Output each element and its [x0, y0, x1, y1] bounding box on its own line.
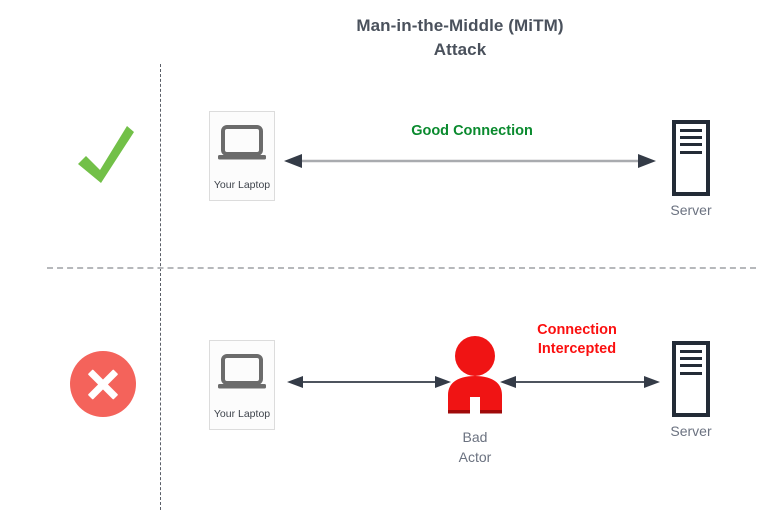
bad-actor-label: Bad Actor	[425, 427, 525, 467]
page-title: Man-in-the-Middle (MiTM) Attack	[280, 14, 640, 62]
red-x-circle-icon	[70, 351, 136, 417]
server-rack-icon	[671, 120, 711, 196]
bad-actor-label-line-2: Actor	[458, 449, 492, 465]
double-headed-arrow-icon-left	[287, 376, 451, 388]
double-headed-arrow-icon-good	[284, 154, 656, 168]
page-title-line-1: Man-in-the-Middle (MiTM)	[356, 16, 564, 35]
node-your-laptop-attack: Your Laptop	[209, 340, 275, 430]
good-connection-label: Good Connection	[411, 123, 533, 139]
node-your-laptop-good: Your Laptop	[209, 111, 275, 201]
vertical-divider	[160, 64, 161, 510]
page-title-line-2: Attack	[433, 40, 487, 59]
intercepted-label-line-1: Connection	[537, 322, 617, 338]
server-label: Server	[670, 202, 712, 218]
server-rack-icon	[671, 341, 711, 417]
person-icon	[440, 335, 510, 420]
server-label: Server	[670, 423, 712, 439]
laptop-icon	[217, 124, 267, 164]
bad-actor-label-line-1: Bad	[462, 429, 488, 445]
laptop-icon	[217, 353, 267, 393]
laptop-label: Your Laptop	[213, 408, 271, 420]
horizontal-divider	[47, 267, 756, 269]
node-server-attack: Server	[663, 341, 719, 451]
node-bad-actor: Bad Actor	[440, 335, 510, 475]
connection-intercepted-label: Connection Intercepted	[506, 321, 648, 359]
laptop-label: Your Laptop	[213, 179, 271, 191]
double-headed-arrow-icon-right	[500, 376, 660, 388]
green-check-icon	[73, 120, 139, 192]
intercepted-label-line-2: Intercepted	[537, 341, 617, 357]
node-server-good: Server	[663, 120, 719, 230]
